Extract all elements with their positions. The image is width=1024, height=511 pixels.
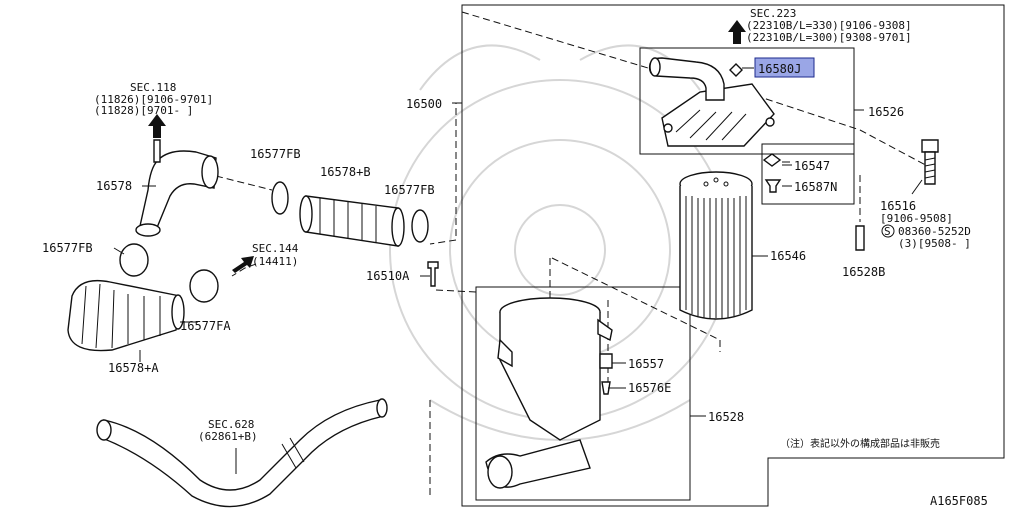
bellows-hose-16578B: [299, 195, 405, 247]
sec144-line1: (14411): [252, 255, 298, 268]
filter-element: [679, 171, 753, 320]
label-16528B[interactable]: 16528B: [842, 265, 885, 279]
label-16516-qty: (3)[9508- ]: [898, 237, 971, 250]
highlight-16580J: [754, 57, 815, 78]
housing-group-box: [475, 286, 691, 501]
label-16577FB-top[interactable]: 16577FB: [250, 147, 301, 161]
hose-clamps: [119, 181, 429, 303]
label-16578A[interactable]: 16578+A: [108, 361, 159, 375]
sec118-line2: (11828)[9701- ]: [94, 104, 193, 117]
sec144-title[interactable]: SEC.144: [252, 242, 299, 255]
label-16557[interactable]: 16557: [628, 357, 664, 371]
intake-duct-16578: [135, 139, 219, 237]
label-16526[interactable]: 16526: [868, 105, 904, 119]
arrow-up-sec223-icon: [728, 20, 746, 44]
label-16577FB-left[interactable]: 16577FB: [42, 241, 93, 255]
leader-lines: [215, 11, 936, 496]
assembly-frame: [461, 4, 1005, 507]
label-16580J[interactable]: 16580J: [758, 62, 801, 76]
figure-code: A165F085: [930, 494, 988, 508]
sec223-line1: (22310B/L=330)[9106-9308]: [746, 19, 912, 32]
air-inlet-pipe: [96, 398, 388, 508]
footnote: （注）表記以外の構成部品は非販売: [780, 437, 940, 450]
label-ticks: [113, 67, 923, 474]
arrow-up-sec118-icon: [148, 114, 166, 138]
label-16528[interactable]: 16528: [708, 410, 744, 424]
sec628-title[interactable]: SEC.628: [208, 418, 254, 431]
bolt-symbol-icon: [881, 224, 895, 238]
label-16577FA[interactable]: 16577FA: [180, 319, 231, 333]
label-16577FB-right[interactable]: 16577FB: [384, 183, 435, 197]
label-16516[interactable]: 16516: [880, 199, 916, 213]
pin-16528B: [855, 225, 865, 251]
label-16516-bolt[interactable]: 08360-5252D: [898, 225, 971, 238]
bolt-symbol-letter: S: [884, 225, 891, 238]
label-16576E[interactable]: 16576E: [628, 381, 671, 395]
bolt-16516: [921, 139, 939, 185]
cover-group-box: [639, 47, 855, 155]
label-16546[interactable]: 16546: [770, 249, 806, 263]
label-16547[interactable]: 16547: [794, 159, 830, 173]
label-16587N[interactable]: 16587N: [794, 180, 837, 194]
lower-housing: [485, 297, 613, 489]
label-16578[interactable]: 16578: [96, 179, 132, 193]
air-cleaner-cover: [648, 57, 775, 147]
sec118-title[interactable]: SEC.118: [130, 81, 176, 94]
label-16516-range: [9106-9508]: [880, 212, 953, 225]
sec628-line1: (62861+B): [198, 430, 258, 443]
sec118-line1: (11826)[9106-9701]: [94, 93, 213, 106]
clip-group-box: [761, 143, 855, 205]
bellows-hose-16578A: [67, 279, 185, 352]
label-16578B[interactable]: 16578+B: [320, 165, 371, 179]
screw-16510A: [427, 261, 439, 287]
sec223-title[interactable]: SEC.223: [750, 7, 796, 20]
clip-parts: [762, 153, 782, 193]
sec223-line2: (22310B/L=300)[9308-9701]: [746, 31, 912, 44]
label-16500[interactable]: 16500: [406, 97, 442, 111]
arrow-sec144-icon: [232, 256, 254, 273]
label-16510A[interactable]: 16510A: [366, 269, 410, 283]
